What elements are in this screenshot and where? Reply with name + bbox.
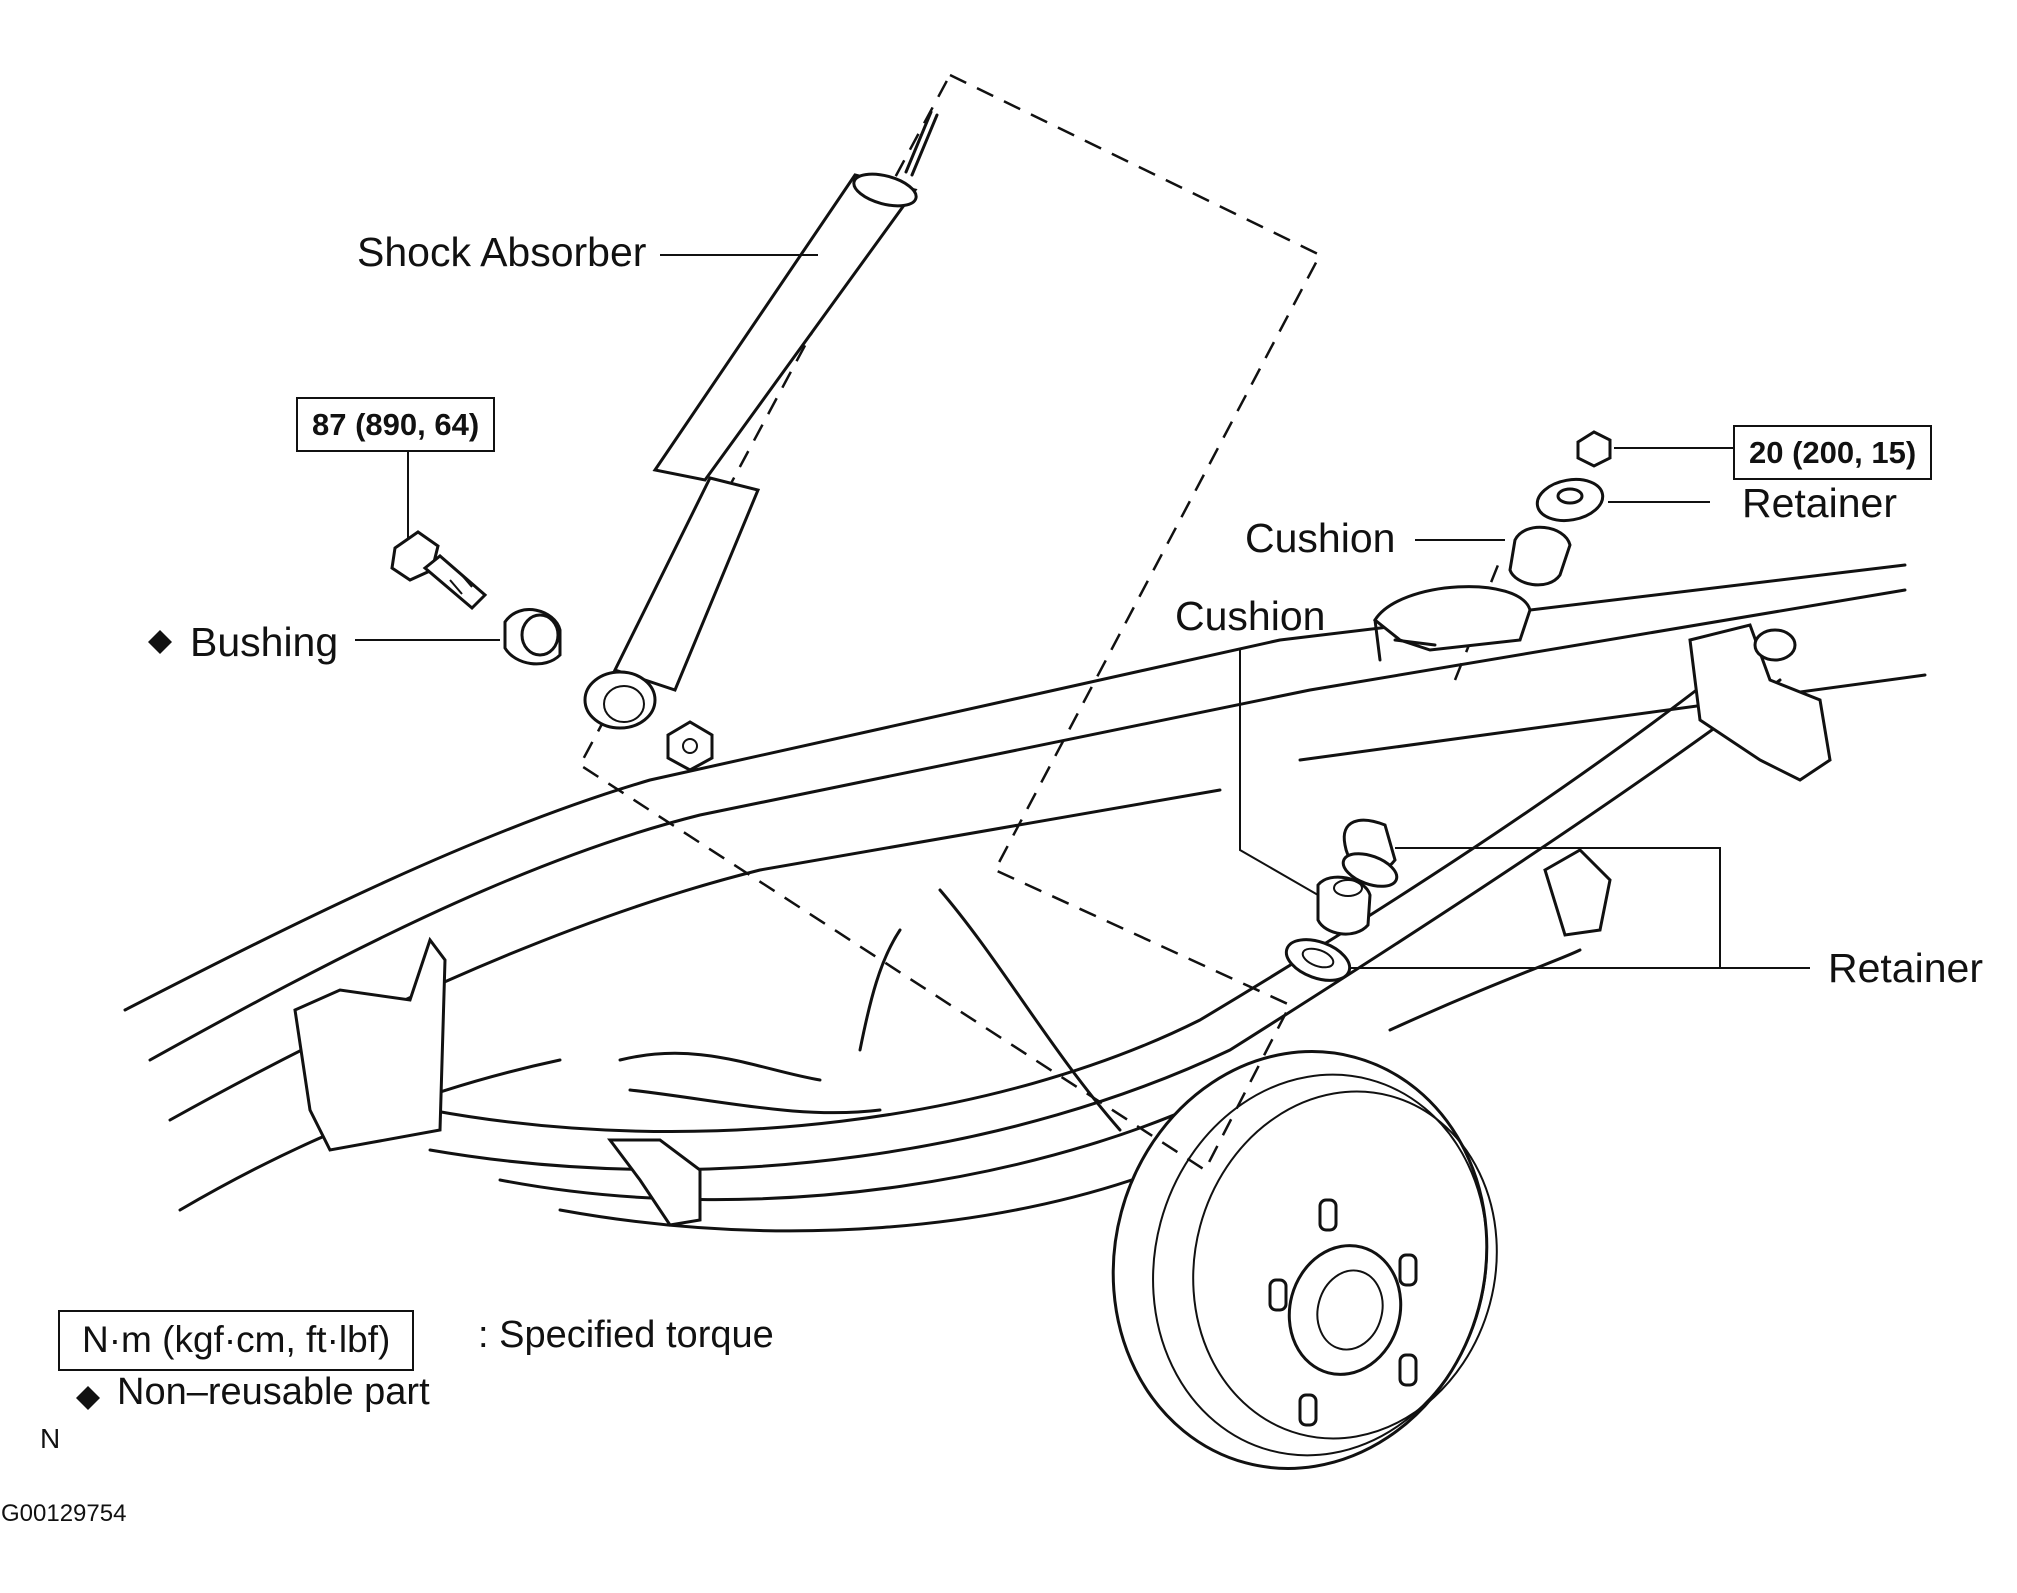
lower-nut — [666, 720, 714, 772]
lower-retainer-cone — [1341, 818, 1399, 888]
rear-shackle — [1543, 623, 1832, 937]
leader-lines — [355, 254, 1810, 969]
label-cushion-upper: Cushion — [1245, 515, 1396, 561]
axle-housing — [618, 888, 1122, 1132]
frame-rail — [123, 563, 1927, 1212]
legend-torque-unit: N·m (kgf·cm, ft·lbf) — [58, 1310, 415, 1371]
label-shock-absorber: Shock Absorber — [357, 229, 647, 275]
brake-drum — [1111, 1050, 1498, 1470]
legend-torque-desc: : Specified torque — [478, 1314, 774, 1356]
note-letter: N — [40, 1423, 61, 1454]
diamond-icon — [76, 1386, 100, 1410]
label-cushion-lower: Cushion — [1175, 593, 1326, 639]
torque-box-lower-bolt: 87 (890, 64) — [296, 397, 496, 452]
upper-nut — [1576, 430, 1612, 468]
upper-cushion — [1508, 525, 1572, 587]
lower-cushion — [1316, 875, 1372, 936]
lower-retainer-washer — [1284, 938, 1352, 982]
torque-box-upper-nut: 20 (200, 15) — [1733, 425, 1933, 480]
label-bushing: Bushing — [190, 619, 339, 665]
legend-nonreusable-desc: Non–reusable part — [117, 1371, 430, 1413]
lower-bolt — [390, 530, 488, 611]
bushing — [503, 608, 562, 666]
label-retainer-lower: Retainer — [1828, 945, 1983, 991]
upper-mount-bracket — [1373, 585, 1532, 662]
label-retainer-upper: Retainer — [1742, 480, 1897, 526]
shock-absorber — [583, 110, 939, 730]
spring-hanger — [293, 936, 702, 1227]
upper-retainer — [1535, 477, 1605, 523]
diamond-icon — [148, 630, 172, 654]
figure-id: G00129754 — [1, 1500, 127, 1527]
